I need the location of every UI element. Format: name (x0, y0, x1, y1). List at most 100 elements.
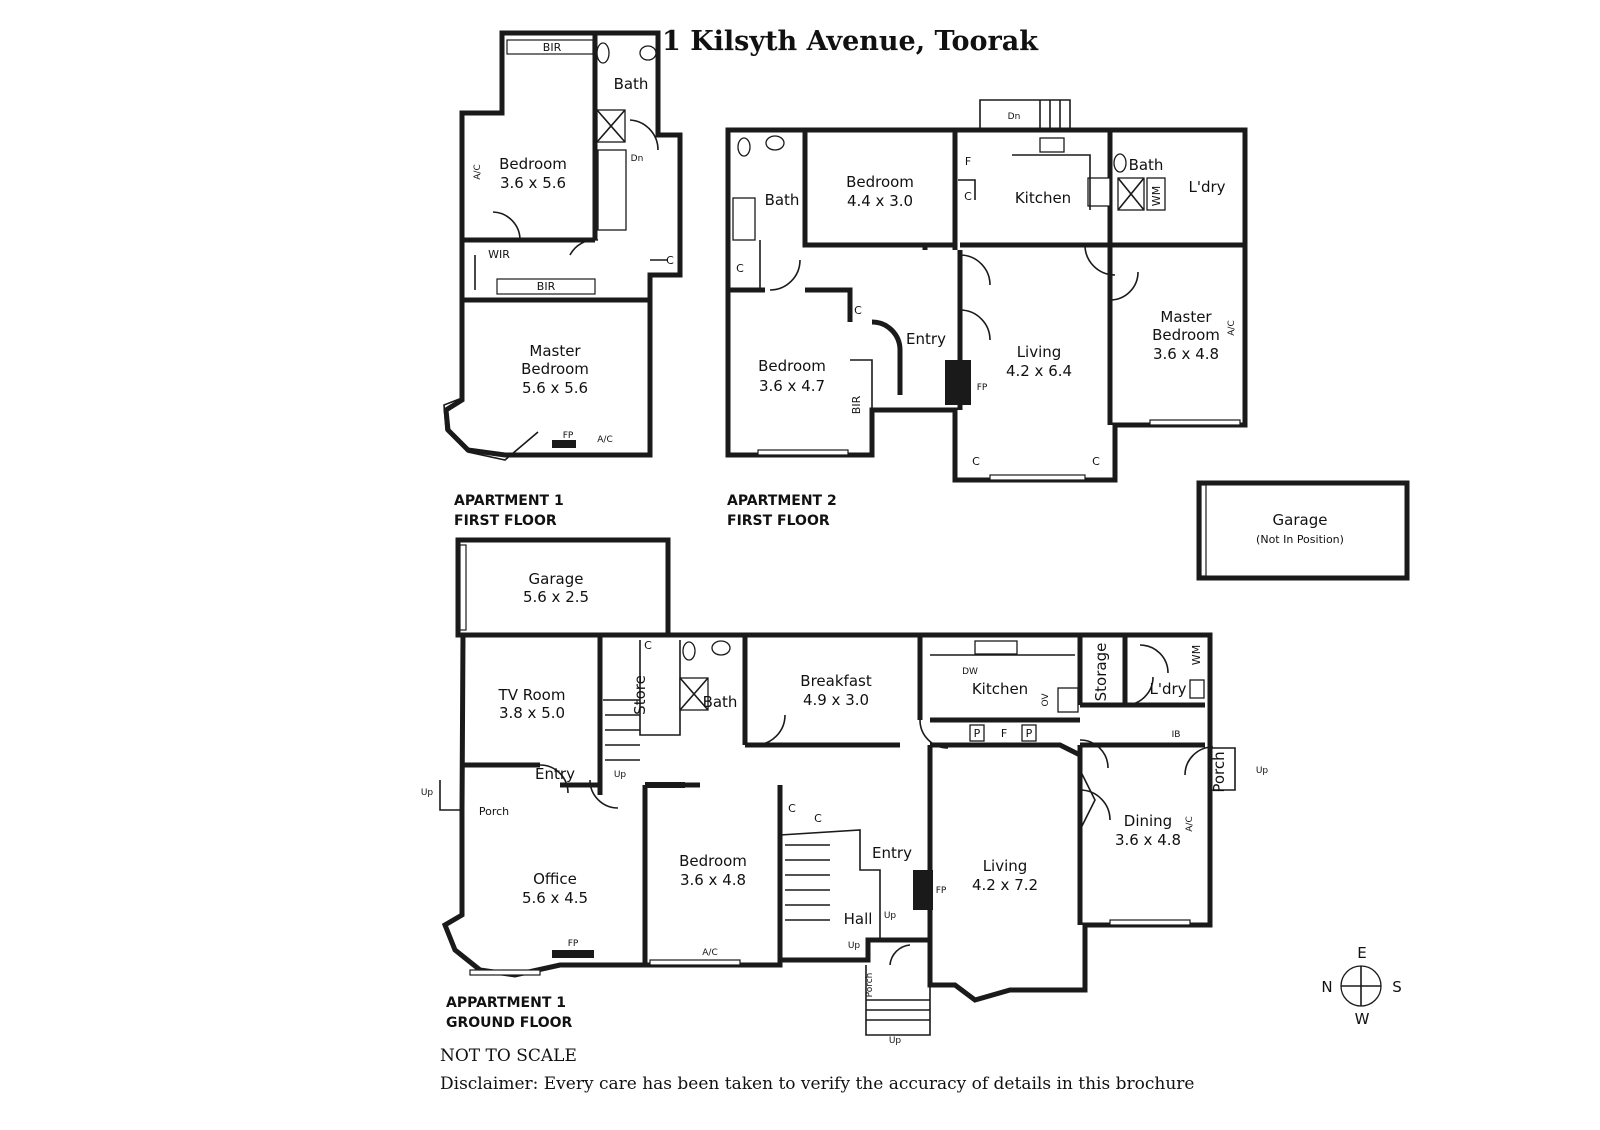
apt2-bir: BIR (850, 395, 863, 414)
apt1-bir-top: BIR (543, 41, 562, 54)
ground-up-left: Up (421, 788, 434, 798)
ground-ac-bedroom: A/C (702, 948, 717, 958)
garage-np-sub: (Not In Position) (1256, 533, 1344, 546)
apt2-ac: A/C (1227, 320, 1237, 335)
apt2-closet-1: C (964, 190, 972, 203)
compass-n: N (1321, 978, 1332, 996)
apartment-1-ground-floor: Garage 5.6 x 2.5 TV Room 3.8 x 5.0 Store… (421, 537, 1269, 1046)
compass-w: W (1355, 1010, 1370, 1028)
ground-breakfast: Breakfast (800, 672, 872, 690)
apartment-1-first-floor: BIR Bath Bedroom 3.6 x 5.6 WIR BIR Maste… (443, 30, 683, 529)
ground-up-hall-2: Up (848, 941, 861, 951)
ground-living: Living (983, 857, 1028, 875)
ground-porch-bottom: Porch (865, 973, 875, 998)
apt1-bir-mid: BIR (537, 280, 556, 293)
apt1-master-label-2: Bedroom (521, 360, 589, 378)
ground-closet-3: C (814, 812, 822, 825)
compass-e: E (1357, 944, 1366, 962)
compass-s: S (1392, 978, 1402, 996)
apt1-master-label-1: Master (529, 342, 581, 360)
ground-dining-dim: 3.6 x 4.8 (1115, 831, 1181, 849)
apt1-ac-side: A/C (473, 164, 483, 179)
ground-fp-office: FP (568, 939, 579, 949)
ground-up-bottom: Up (889, 1036, 902, 1046)
ground-tv-room: TV Room (498, 686, 566, 704)
apt1-first-caption-2: FIRST FLOOR (454, 513, 557, 529)
apt2-first-caption-1: APARTMENT 2 (727, 493, 837, 509)
apt2-fp: FP (977, 383, 988, 393)
ground-fridge: F (1001, 727, 1007, 740)
apt2-bedroom-top: Bedroom (846, 173, 914, 191)
ground-entry-left: Entry (535, 765, 575, 783)
ground-breakfast-dim: 4.9 x 3.0 (803, 691, 869, 709)
apt2-bedroom-low-dim: 3.6 x 4.7 (759, 377, 825, 395)
apt2-living-dim: 4.2 x 6.4 (1006, 362, 1072, 380)
garage-np-label: Garage (1273, 511, 1328, 529)
ground-up-hall: Up (884, 911, 897, 921)
apt2-closet-5: C (1092, 455, 1100, 468)
ground-office-dim: 5.6 x 4.5 (522, 889, 588, 907)
ground-porch-right: Porch (1210, 751, 1228, 792)
apt1-bedroom-dim: 3.6 x 5.6 (500, 174, 566, 192)
ground-tv-dim: 3.8 x 5.0 (499, 704, 565, 722)
apt2-entry: Entry (906, 330, 946, 348)
ground-closet-1: C (644, 639, 652, 652)
apt2-master-label-2: Bedroom (1152, 326, 1220, 344)
ground-dining: Dining (1124, 812, 1172, 830)
ground-storage: Storage (1092, 643, 1110, 702)
ground-bath: Bath (703, 693, 738, 711)
apt1-closet: C (666, 254, 674, 267)
apt2-dn: Dn (1008, 112, 1021, 122)
apt2-bath-left: Bath (765, 191, 800, 209)
apt1-bath: Bath (614, 75, 649, 93)
ground-closet-2: C (788, 802, 796, 815)
ground-up-right: Up (1256, 766, 1269, 776)
ground-caption-2: GROUND FLOOR (446, 1015, 573, 1031)
ground-entry-mid: Entry (872, 844, 912, 862)
ground-garage: Garage (529, 570, 584, 588)
ground-bedroom-dim: 3.6 x 4.8 (680, 871, 746, 889)
ground-hall: Hall (844, 910, 873, 928)
apt2-bedroom-top-dim: 4.4 x 3.0 (847, 192, 913, 210)
apt2-wm: WM (1150, 186, 1163, 206)
apt2-bath-right: Bath (1129, 156, 1164, 174)
apt1-master-dim: 5.6 x 5.6 (522, 379, 588, 397)
ground-living-dim: 4.2 x 7.2 (972, 876, 1038, 894)
compass: E N S W (1321, 944, 1401, 1028)
ground-wm: WM (1190, 645, 1203, 665)
apt2-closet-2: C (736, 262, 744, 275)
ground-office: Office (533, 870, 577, 888)
apt2-closet-3: C (854, 304, 862, 317)
ground-store: Store (631, 675, 649, 715)
ground-pantry-1: P (974, 727, 981, 740)
apt2-first-caption-2: FIRST FLOOR (727, 513, 830, 529)
ground-caption-1: APPARTMENT 1 (446, 995, 566, 1011)
disclaimer-note: Disclaimer: Every care has been taken to… (440, 1074, 1195, 1094)
apt2-kitchen: Kitchen (1015, 189, 1071, 207)
ground-ib: IB (1172, 730, 1181, 740)
apt1-first-outline (443, 30, 683, 458)
apt1-bedroom: Bedroom (499, 155, 567, 173)
ground-dw: DW (962, 667, 978, 677)
ground-garage-dim: 5.6 x 2.5 (523, 588, 589, 606)
apt2-living: Living (1017, 343, 1062, 361)
ground-ac-dining: A/C (1185, 816, 1195, 831)
apt1-fp: FP (563, 431, 574, 441)
ground-fp-living: FP (936, 886, 947, 896)
apt2-fridge: F (965, 155, 971, 168)
apt2-closet-4: C (972, 455, 980, 468)
apt1-dn: Dn (631, 154, 644, 164)
apt2-bedroom-low: Bedroom (758, 357, 826, 375)
apartment-2-first-floor: Bath Bedroom 4.4 x 3.0 Kitchen Bath WM L… (725, 99, 1248, 529)
ground-ldry: L'dry (1149, 680, 1186, 698)
ground-porch-left: Porch (479, 805, 509, 818)
apt1-first-caption-1: APARTMENT 1 (454, 493, 564, 509)
apt2-ldry: L'dry (1188, 178, 1225, 196)
apt2-master-dim: 3.6 x 4.8 (1153, 345, 1219, 363)
apt1-ac-bottom: A/C (597, 435, 612, 445)
ground-bedroom: Bedroom (679, 852, 747, 870)
ground-kitchen: Kitchen (972, 680, 1028, 698)
ground-ov: OV (1041, 693, 1051, 707)
ground-pantry-2: P (1026, 727, 1033, 740)
